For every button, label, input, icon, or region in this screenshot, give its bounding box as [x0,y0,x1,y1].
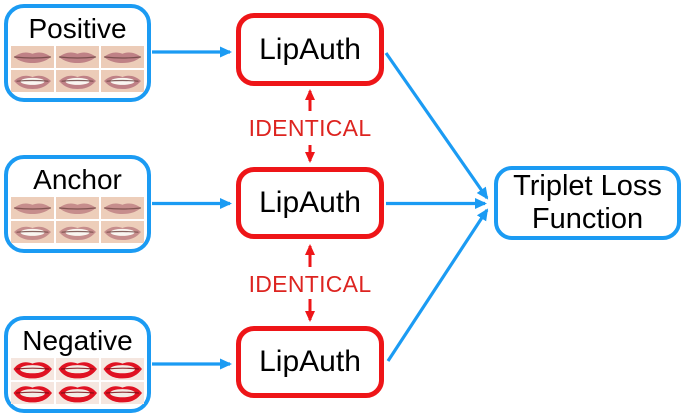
lip-frame-image [101,357,144,380]
lip-frame-image [56,221,99,243]
lip-frame-image [56,70,99,92]
lip-frame-image [101,70,144,92]
triplet-loss-line1: Triplet Loss [513,170,662,202]
lipauth-label-bottom: LipAuth [259,345,361,378]
lipauth-encoder-bottom: LipAuth [236,326,384,398]
lip-frame-image [101,381,144,404]
lip-frame-image [101,197,144,219]
lip-frame-image [101,221,144,243]
positive-samples-box: Positive [4,4,151,102]
lip-frame-image [56,381,99,404]
arrow-lipauth-top-to-loss [384,52,489,200]
lip-frame-image [11,46,54,68]
triplet-loss-function-box: Triplet Loss Function [494,166,681,240]
identical-label-top: IDENTICAL [248,115,372,141]
lip-frame-image [11,197,54,219]
lipauth-encoder-top: LipAuth [236,13,384,86]
lip-frame-image [56,46,99,68]
lip-frame-image [11,381,54,404]
arrow-lipauth-bottom-to-loss [386,208,489,362]
lip-frame-image [101,46,144,68]
negative-samples-box: Negative [4,316,151,413]
lip-frame-image [11,357,54,380]
positive-lip-frames [11,46,144,92]
lip-frame-image [56,197,99,219]
lip-frame-image [11,221,54,243]
anchor-samples-box: Anchor [4,155,151,253]
triplet-loss-line2: Function [531,203,644,235]
negative-lip-frames [11,357,144,404]
lipauth-label-top: LipAuth [259,32,361,66]
anchor-lip-frames [11,197,144,243]
lipauth-label-middle: LipAuth [259,186,361,219]
positive-label: Positive [28,13,127,44]
lip-frame-image [56,357,99,380]
lip-frame-image [11,70,54,92]
identical-label-bottom: IDENTICAL [248,271,372,297]
anchor-label: Anchor [33,164,122,195]
negative-label: Negative [22,325,133,356]
lipauth-encoder-middle: LipAuth [236,167,384,239]
